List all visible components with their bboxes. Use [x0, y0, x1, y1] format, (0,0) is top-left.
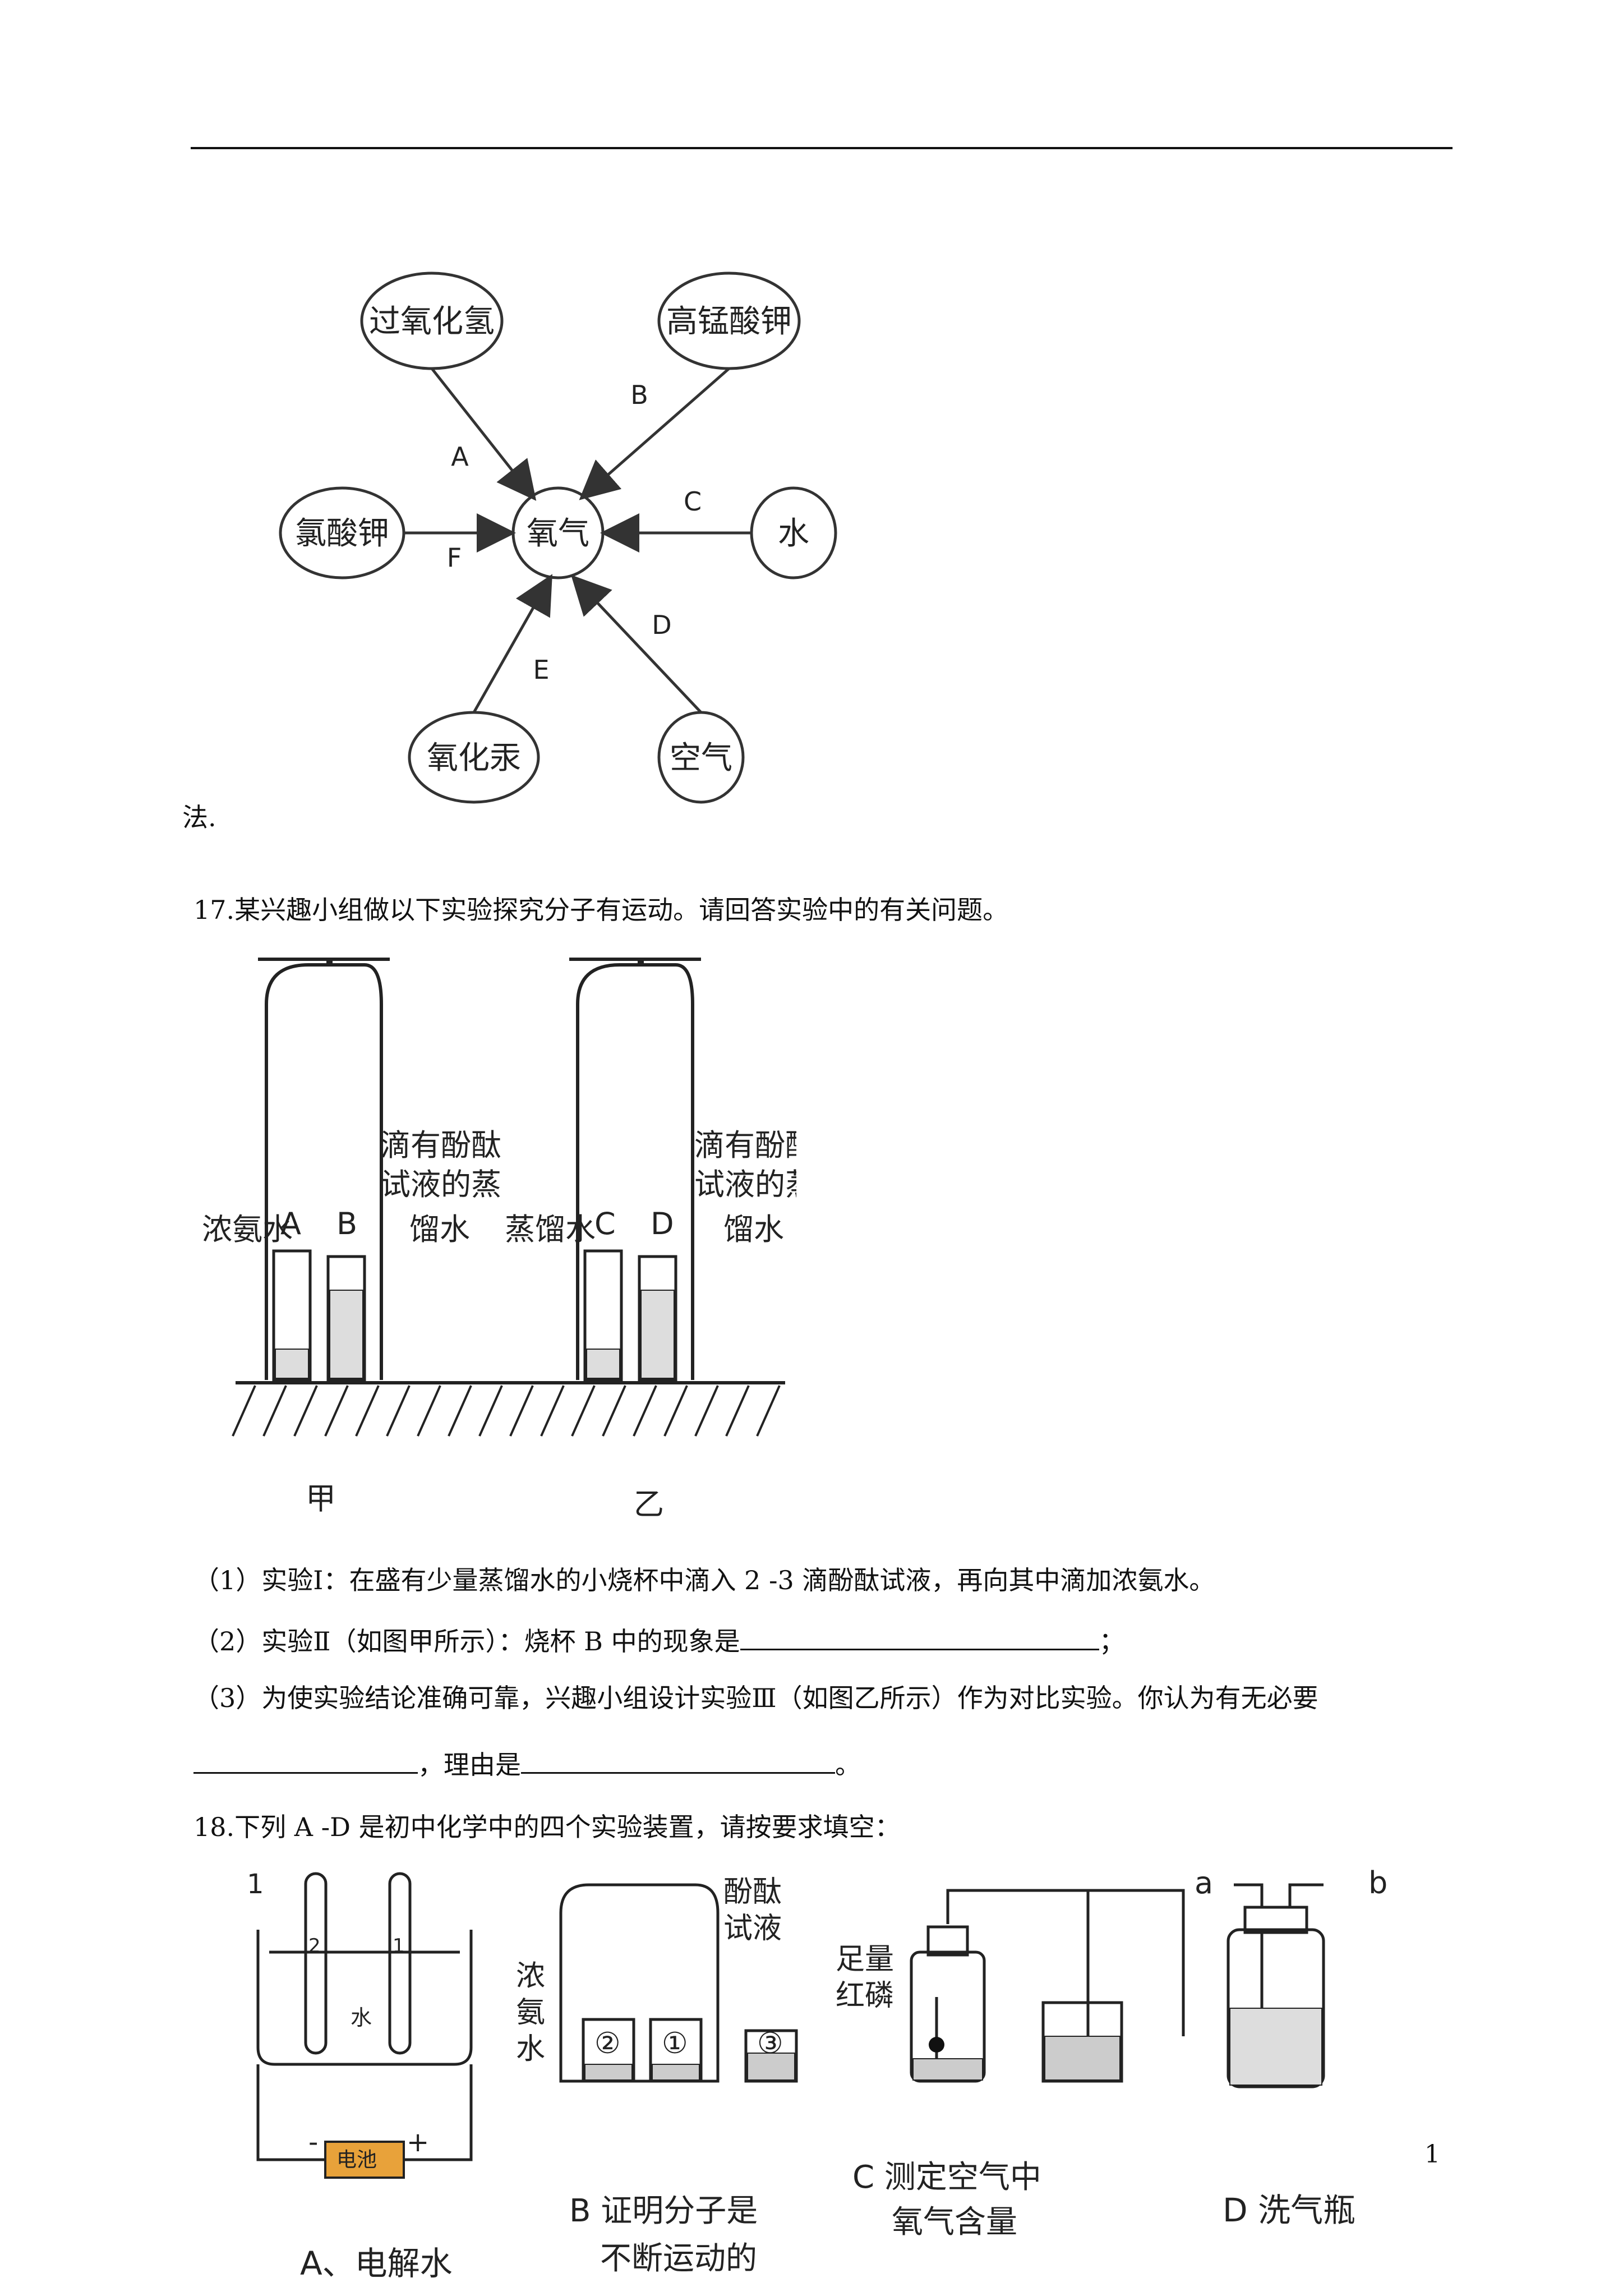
label-conc-ammonia: 浓氨水 [202, 1212, 293, 1247]
water-label: 水 [351, 2005, 372, 2030]
node-label: 氧化汞 [427, 740, 521, 776]
caption-c: C 测定空气中 [852, 2159, 1041, 2196]
edge-label: E [533, 655, 549, 685]
edge-label: D [652, 610, 671, 640]
header-rule [191, 147, 1453, 149]
edge-label: B [630, 380, 648, 410]
battery-label: 电池 [336, 2148, 377, 2171]
node-label: 氯酸钾 [295, 516, 389, 552]
label-phenolphthalein: 试液的蒸 [694, 1167, 796, 1202]
beaker-label: C [594, 1206, 616, 1241]
question-17-stem: 17.某兴趣小组做以下实验探究分子有运动。请回答实验中的有关问题。 [193, 895, 1009, 925]
caption-a: A、电解水 [300, 2244, 453, 2283]
label-phenol: 试液 [723, 1912, 782, 1945]
node-label: 高锰酸钾 [666, 303, 792, 340]
fragment-text: 法. [182, 802, 216, 832]
caption-jia: 甲 [306, 1481, 336, 1516]
edge-label: C [684, 486, 702, 517]
node-label: 过氧化氢 [369, 303, 495, 340]
plus-sign: + [407, 2127, 429, 2158]
caption-d: D 洗气瓶 [1223, 2191, 1355, 2229]
node-label: 水 [778, 516, 809, 552]
q17-part3: （3）为使实验结论准确可靠，兴趣小组设计实验Ⅲ（如图乙所示）作为对比实验。你认为… [193, 1683, 1318, 1713]
page-number: 1 [1424, 2140, 1440, 2169]
label-conc: 氨 [516, 1996, 545, 2030]
label-phenolphthalein: 馏水 [723, 1212, 784, 1247]
answer-blank[interactable] [193, 1747, 418, 1774]
q17-part2: （2）实验Ⅱ（如图甲所示）：烧杯 B 中的现象是； [193, 1624, 1125, 1657]
node-label: 空气 [670, 740, 732, 776]
beaker-label: B [336, 1206, 357, 1241]
label-phenolphthalein: 馏水 [409, 1212, 470, 1247]
port-a: a [1195, 1868, 1213, 1901]
circle-num: ① [662, 2027, 688, 2060]
tube-label: 2 [308, 1935, 321, 1957]
minus-sign: - [308, 2127, 318, 2158]
caption-b: B 证明分子是 [569, 2193, 758, 2229]
label-distilled-water: 蒸馏水 [505, 1212, 596, 1247]
edge-label: A [451, 441, 469, 472]
beaker-label: D [651, 1206, 674, 1241]
label-phosphorus: 红磷 [836, 1979, 894, 2013]
q17-part1: （1）实验Ⅰ：在盛有少量蒸馏水的小烧杯中滴入 2 -3 滴酚酞试液，再向其中滴加… [193, 1565, 1215, 1595]
apparatus-figure: 1 2 1 水 电池 - + A、电解水 浓 氨 水 酚酞 试液 ② ① ③ B… [247, 1868, 1387, 2283]
answer-blank[interactable] [521, 1747, 835, 1774]
label-conc: 浓 [516, 1959, 545, 1993]
edge-label: F [447, 542, 462, 573]
corner-number: 1 [247, 1869, 264, 1900]
caption-yi: 乙 [634, 1487, 664, 1522]
label-phenolphthalein: 滴有酚酞 [380, 1128, 501, 1163]
question-18-stem: 18.下列 A -D 是初中化学中的四个实验装置，请按要求填空： [193, 1812, 901, 1842]
label-phosphorus: 足量 [836, 1943, 894, 1976]
label-conc: 水 [516, 2032, 545, 2066]
tube-label: 1 [393, 1935, 405, 1957]
caption-c: 氧气含量 [892, 2204, 1017, 2240]
center-label: 氧气 [527, 516, 589, 552]
beaker-label: A [280, 1206, 301, 1241]
caption-b: 不断运动的 [600, 2240, 757, 2277]
q17-part3-answer: ，理由是。 [193, 1747, 861, 1780]
port-b: b [1368, 1868, 1387, 1901]
oxygen-source-diagram: 氧气 过氧化氢 高锰酸钾 氯酸钾 水 氧化汞 空气 A B C D E F [279, 272, 837, 804]
circle-num: ③ [757, 2027, 783, 2060]
label-phenol: 酚酞 [723, 1875, 782, 1909]
circle-num: ② [594, 2027, 621, 2060]
answer-blank[interactable] [740, 1624, 1099, 1650]
label-phenolphthalein: 滴有酚酞 [694, 1128, 796, 1163]
label-phenolphthalein: 试液的蒸 [380, 1167, 501, 1202]
molecule-motion-figure: 浓氨水 A B 滴有酚酞 试液的蒸 馏水 蒸馏水 C D 滴有酚酞 试液的蒸 馏… [202, 958, 796, 1522]
